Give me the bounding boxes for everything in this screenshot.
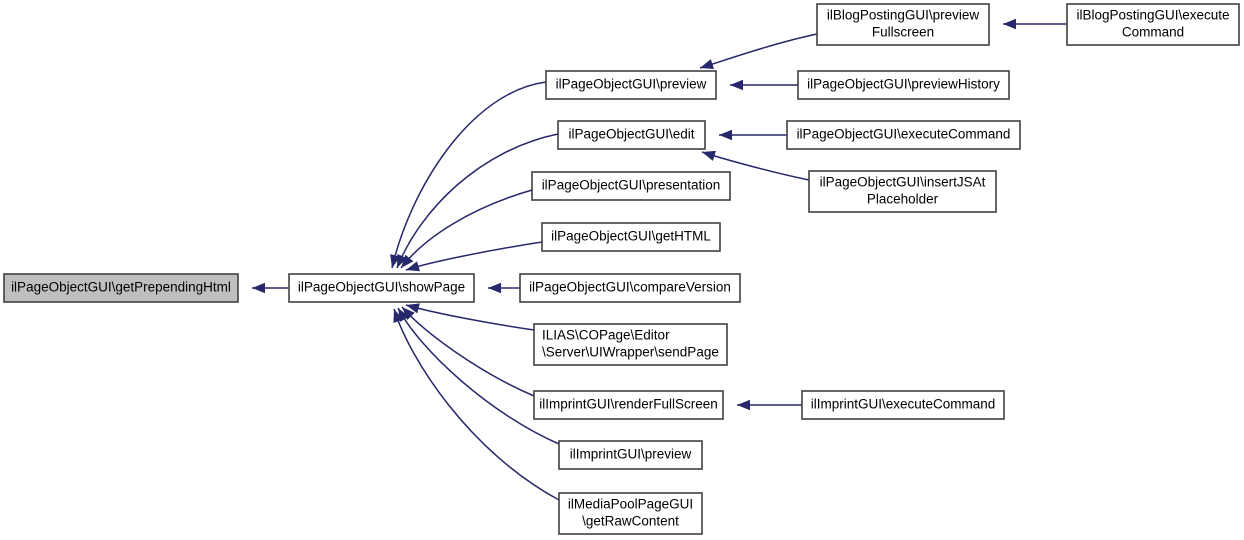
node-sendPage[interactable]: ILIAS\COPage\Editor \Server\UIWrapper\sen… xyxy=(533,323,728,366)
node-imprintPreview[interactable]: ilImprintGUI\preview xyxy=(558,440,703,470)
node-label-getPrependingHtml: ilPageObjectGUI\getPrependingHtml xyxy=(11,280,231,295)
node-box-blogExecuteCommand[interactable] xyxy=(1066,3,1240,46)
node-label-previewFullScreen: Fullscreen xyxy=(872,25,934,40)
node-label-presentation: ilPageObjectGUI\presentation xyxy=(542,178,721,193)
node-box-preview[interactable] xyxy=(545,70,717,100)
node-label-getRawContent: ilMediaPoolPageGUI xyxy=(568,497,693,512)
node-box-sendPage[interactable] xyxy=(533,323,728,366)
call-edge-renderFullScreen-to-showPage xyxy=(401,306,535,397)
call-edge-previewHistory-to-preview xyxy=(730,79,798,91)
node-box-presentation[interactable] xyxy=(531,171,731,201)
node-label-insertJSAtPlaceholder: Placeholder xyxy=(867,192,939,207)
call-edge-insertJSAtPlaceholder-to-edit xyxy=(701,150,810,181)
edge-arrowhead xyxy=(402,307,415,320)
node-blogExecuteCommand[interactable]: ilBlogPostingGUI\executeCommand xyxy=(1066,3,1240,46)
call-edge-blogExecuteCommand-to-previewFullScreen xyxy=(1003,18,1067,30)
nodes-layer: ilPageObjectGUI\getPrependingHtml ilPageO… xyxy=(3,3,1240,535)
node-renderFullScreen[interactable]: ilImprintGUI\renderFullScreen xyxy=(533,390,724,420)
edge-arrowhead xyxy=(702,150,716,161)
node-label-showPage: ilPageObjectGUI\showPage xyxy=(298,280,465,295)
call-edge-previewFullScreen-to-preview xyxy=(699,33,818,70)
call-edge-getHTML-to-showPage xyxy=(405,241,543,272)
call-edge-pageExecuteCommand-to-edit xyxy=(719,129,787,141)
node-box-getHTML[interactable] xyxy=(541,222,721,252)
call-edge-imprintExecuteCommand-to-renderFullScreen xyxy=(737,399,802,411)
call-edge-presentation-to-showPage xyxy=(400,189,533,269)
node-label-blogExecuteCommand: ilBlogPostingGUI\execute xyxy=(1076,8,1229,23)
call-edge-sendPage-to-showPage xyxy=(405,303,535,331)
node-label-getRawContent: \getRawContent xyxy=(582,514,679,529)
node-label-imprintPreview: ilImprintGUI\preview xyxy=(570,447,692,462)
node-label-insertJSAtPlaceholder: ilPageObjectGUI\insertJSAt xyxy=(820,175,986,190)
node-label-sendPage: \Server\UIWrapper\sendPage xyxy=(542,345,719,360)
node-label-getHTML: ilPageObjectGUI\getHTML xyxy=(551,229,711,244)
node-box-showPage[interactable] xyxy=(288,273,475,303)
node-box-previewHistory[interactable] xyxy=(797,70,1010,100)
node-box-insertJSAtPlaceholder[interactable] xyxy=(808,170,997,213)
edge-arrowhead xyxy=(393,309,404,323)
node-label-blogExecuteCommand: Command xyxy=(1122,25,1184,40)
node-preview[interactable]: ilPageObjectGUI\preview xyxy=(545,70,717,100)
node-edit[interactable]: ilPageObjectGUI\edit xyxy=(557,120,706,150)
call-edge-edit-to-showPage xyxy=(396,133,559,269)
node-label-renderFullScreen: ilImprintGUI\renderFullScreen xyxy=(539,397,718,412)
node-getPrependingHtml[interactable]: ilPageObjectGUI\getPrependingHtml xyxy=(3,273,239,303)
edge-arrowhead xyxy=(737,399,750,411)
node-box-edit[interactable] xyxy=(557,120,706,150)
edge-arrowhead xyxy=(397,254,407,268)
edge-arrowhead xyxy=(401,254,414,268)
call-edge-compareVersion-to-showPage xyxy=(488,282,520,294)
node-imprintExecuteCommand[interactable]: ilImprintGUI\executeCommand xyxy=(801,390,1005,420)
node-getRawContent[interactable]: ilMediaPoolPageGUI \getRawContent xyxy=(558,492,703,535)
edge-arrowhead xyxy=(252,282,265,294)
edge-arrowhead xyxy=(488,282,501,294)
node-box-getPrependingHtml[interactable] xyxy=(3,273,239,303)
node-showPage[interactable]: ilPageObjectGUI\showPage xyxy=(288,273,475,303)
node-presentation[interactable]: ilPageObjectGUI\presentation xyxy=(531,171,731,201)
call-edge-getRawContent-to-showPage xyxy=(393,308,560,501)
edge-arrowhead xyxy=(730,79,743,91)
node-previewHistory[interactable]: ilPageObjectGUI\previewHistory xyxy=(797,70,1010,100)
node-box-imprintExecuteCommand[interactable] xyxy=(801,390,1005,420)
call-edge-preview-to-showPage xyxy=(390,81,547,269)
edge-arrowhead xyxy=(406,303,420,314)
node-label-previewHistory: ilPageObjectGUI\previewHistory xyxy=(807,77,1000,92)
node-box-renderFullScreen[interactable] xyxy=(533,390,724,420)
node-box-compareVersion[interactable] xyxy=(519,273,741,303)
call-edge-showPage-to-getPrependingHtml xyxy=(252,282,289,294)
edge-arrowhead xyxy=(700,59,714,70)
node-label-sendPage: ILIAS\COPage\Editor xyxy=(542,328,670,343)
node-box-imprintPreview[interactable] xyxy=(558,440,703,470)
node-pageExecuteCommand[interactable]: ilPageObjectGUI\executeCommand xyxy=(786,120,1021,150)
node-label-edit: ilPageObjectGUI\edit xyxy=(568,127,694,142)
node-box-previewFullScreen[interactable] xyxy=(816,3,990,46)
node-label-pageExecuteCommand: ilPageObjectGUI\executeCommand xyxy=(797,127,1011,142)
node-label-preview: ilPageObjectGUI\preview xyxy=(556,77,707,92)
node-box-getRawContent[interactable] xyxy=(558,492,703,535)
node-label-previewFullScreen: ilBlogPostingGUI\preview xyxy=(827,8,980,23)
node-label-imprintExecuteCommand: ilImprintGUI\executeCommand xyxy=(811,397,996,412)
edge-arrowhead xyxy=(719,129,732,141)
node-box-pageExecuteCommand[interactable] xyxy=(786,120,1021,150)
node-compareVersion[interactable]: ilPageObjectGUI\compareVersion xyxy=(519,273,741,303)
edge-arrowhead xyxy=(406,261,420,272)
edges-layer xyxy=(252,18,1067,501)
edge-arrowhead xyxy=(1003,18,1016,30)
node-label-compareVersion: ilPageObjectGUI\compareVersion xyxy=(529,280,731,295)
node-getHTML[interactable]: ilPageObjectGUI\getHTML xyxy=(541,222,721,252)
